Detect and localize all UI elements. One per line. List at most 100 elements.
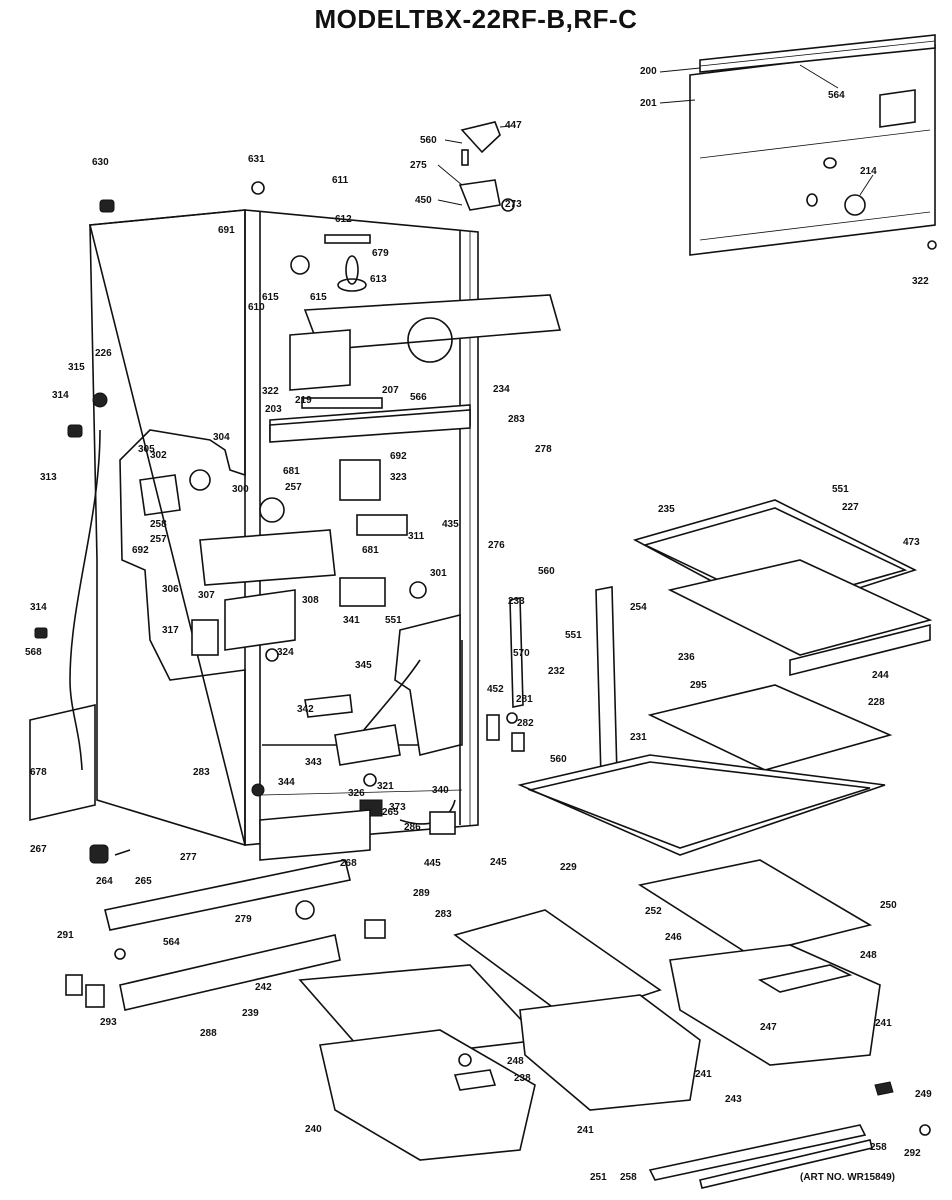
part-label: 288: [200, 1028, 217, 1039]
part-label: 278: [535, 444, 552, 455]
part-label: 265: [135, 876, 152, 887]
part-label: 235: [658, 504, 675, 515]
part-label: 300: [232, 484, 249, 495]
part-label: 681: [362, 545, 379, 556]
part-label: 311: [408, 531, 425, 542]
part-label: 615: [262, 292, 279, 303]
part-label: 268: [340, 858, 357, 869]
part-label: 244: [872, 670, 889, 681]
part-label: 246: [665, 932, 682, 943]
part-label: 257: [150, 534, 167, 545]
part-label: 251: [590, 1172, 607, 1183]
part-label: 345: [355, 660, 372, 671]
part-label: 450: [415, 195, 432, 206]
freezer-door-panel: [659, 34, 937, 256]
part-label: 308: [302, 595, 319, 606]
part-label: 560: [538, 566, 555, 577]
part-label: 291: [57, 930, 74, 941]
part-label: 232: [548, 666, 565, 677]
part-label: 283: [193, 767, 210, 778]
part-label: 258: [870, 1142, 887, 1153]
part-label: 341: [343, 615, 360, 626]
part-label: 344: [278, 777, 295, 788]
part-label: 252: [645, 906, 662, 917]
part-label: 219: [295, 395, 312, 406]
part-label: 691: [218, 225, 235, 236]
part-label: 343: [305, 757, 322, 768]
part-label: 234: [493, 384, 510, 395]
part-label: 281: [516, 694, 533, 705]
part-label: 226: [95, 348, 112, 359]
cold-control-housing: [139, 459, 427, 662]
part-label: 228: [868, 697, 885, 708]
part-label: 568: [25, 647, 42, 658]
part-label: 452: [487, 684, 504, 695]
part-label: 560: [550, 754, 567, 765]
part-label: 241: [875, 1018, 892, 1029]
part-label: 447: [505, 120, 522, 131]
part-label: 612: [335, 214, 352, 225]
part-label: 241: [577, 1125, 594, 1136]
part-label: 314: [30, 602, 47, 613]
part-label: 613: [370, 274, 387, 285]
part-label: 692: [132, 545, 149, 556]
refrigerator-shelves: [517, 499, 933, 856]
part-label: 248: [860, 950, 877, 961]
part-label: 611: [332, 175, 349, 186]
part-label: 264: [96, 876, 113, 887]
part-label: 248: [507, 1056, 524, 1067]
part-label: 239: [242, 1008, 259, 1019]
part-label: 249: [915, 1089, 932, 1100]
part-label: 282: [517, 718, 534, 729]
part-label: 564: [828, 90, 845, 101]
part-label: 254: [630, 602, 647, 613]
part-label: 295: [690, 680, 707, 691]
part-label: 322: [262, 386, 279, 397]
part-label: 570: [513, 648, 530, 659]
shelf-support-rail: [486, 586, 618, 779]
part-label: 240: [305, 1124, 322, 1135]
part-label: 317: [162, 625, 179, 636]
part-label: 200: [640, 66, 657, 77]
lower-front-parts: [65, 844, 386, 1011]
part-label: 293: [100, 1017, 117, 1028]
part-label: 258: [620, 1172, 637, 1183]
part-label: 267: [30, 844, 47, 855]
part-label: 313: [40, 472, 57, 483]
part-label: 277: [180, 852, 197, 863]
part-label: 258: [150, 519, 167, 530]
part-label: 203: [265, 404, 282, 415]
part-label: 236: [678, 652, 695, 663]
part-label: 241: [695, 1069, 712, 1080]
part-label: 238: [514, 1073, 531, 1084]
part-label: 214: [860, 166, 877, 177]
part-label: 323: [390, 472, 407, 483]
part-label: 340: [432, 785, 449, 796]
part-label: 678: [30, 767, 47, 778]
part-label: 315: [68, 362, 85, 373]
part-label: 227: [842, 502, 859, 513]
part-label: 615: [310, 292, 327, 303]
part-label: 275: [410, 160, 427, 171]
part-label: 326: [348, 788, 365, 799]
part-label: 551: [565, 630, 582, 641]
part-label: 283: [508, 414, 525, 425]
part-label: 551: [832, 484, 849, 495]
part-label: 321: [377, 781, 394, 792]
part-label: 279: [235, 914, 252, 925]
part-label: 292: [904, 1148, 921, 1159]
part-label: 247: [760, 1022, 777, 1033]
part-label: 566: [410, 392, 427, 403]
part-label: 679: [372, 248, 389, 259]
part-label: 242: [255, 982, 272, 993]
part-label: 342: [297, 704, 314, 715]
part-label: 243: [725, 1094, 742, 1105]
part-label: 257: [285, 482, 302, 493]
part-label: 276: [488, 540, 505, 551]
part-label: 322: [912, 276, 929, 287]
part-label: 692: [390, 451, 407, 462]
refrigerator-cabinet: [29, 209, 479, 847]
part-label: 286: [404, 822, 421, 833]
